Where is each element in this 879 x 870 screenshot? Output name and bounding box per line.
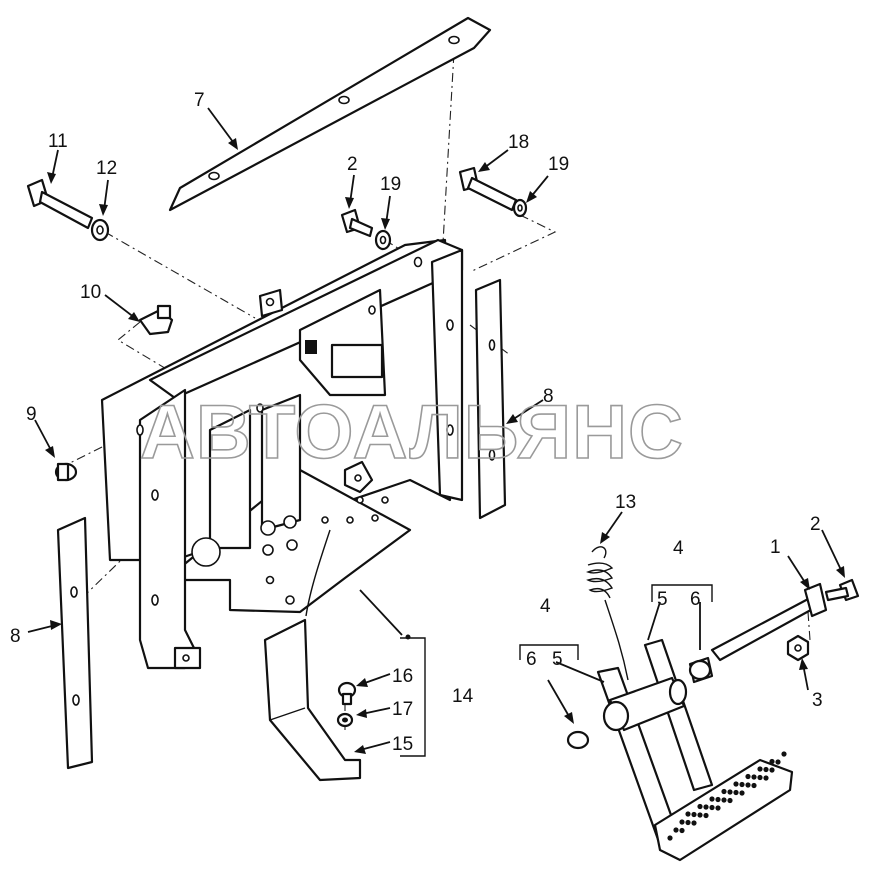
pedal-bracket-frame: [100, 238, 464, 670]
washer-19-center: [374, 229, 392, 251]
callout-1: 1: [770, 537, 781, 558]
callout-12: 12: [96, 158, 117, 179]
callout-10: 10: [80, 282, 101, 303]
pedal-stud: [727, 789, 733, 795]
callout-5-left: 5: [552, 649, 563, 670]
pedal-stud: [751, 774, 757, 780]
bolt-11: [26, 178, 94, 230]
callout-2-right: 2: [810, 514, 821, 535]
pedal-stud: [739, 781, 745, 788]
pedal-stud: [679, 827, 685, 834]
leader-arrows: [27, 107, 845, 754]
fitting-10: [138, 304, 174, 336]
pedal-arm: [596, 638, 714, 847]
pedal-stud: [709, 796, 715, 802]
pedal-pad: [653, 751, 794, 862]
callout-11: 11: [48, 131, 68, 152]
pedal-stud: [703, 804, 709, 810]
pedal-stud: [751, 782, 757, 789]
strap-bar-7: [168, 16, 492, 212]
pedal-stud: [697, 803, 703, 810]
watermark-text: АВТОАЛЬЯНС: [140, 390, 684, 475]
callout-16: 16: [392, 666, 413, 687]
bolt-18: [458, 166, 518, 212]
pedal-stud: [715, 796, 721, 803]
pedal-stud: [709, 804, 715, 811]
bushing-6-left: [566, 730, 590, 750]
callout-5-right: 5: [657, 589, 668, 610]
pedal-stud: [685, 819, 691, 826]
pedal-stud: [703, 812, 709, 819]
pedal-stud: [697, 812, 703, 818]
pedal-stud: [781, 751, 787, 757]
callout-19-right: 19: [548, 154, 569, 175]
pedal-stud: [691, 820, 697, 826]
callout-13: 13: [615, 492, 636, 513]
callout-6-left: 6: [526, 649, 537, 670]
nut-3: [786, 634, 810, 662]
pedal-stud: [757, 774, 763, 781]
bushing-6-right: [688, 656, 714, 684]
callout-14: 14: [452, 686, 474, 707]
plug-9: [54, 462, 78, 482]
pedal-stud: [679, 819, 685, 825]
bracket-15: [263, 618, 362, 782]
nut-17: [336, 712, 354, 728]
pedal-stud: [763, 766, 769, 773]
pedal-stud: [745, 773, 751, 780]
pivot-shaft-1: [710, 582, 828, 662]
pedal-stud: [667, 835, 673, 841]
pedal-stud: [769, 758, 775, 765]
callout-6-right: 6: [690, 589, 701, 610]
washer-19-right: [512, 198, 528, 218]
callout-18: 18: [508, 132, 529, 153]
callout-8-left: 8: [10, 626, 21, 647]
callout-3: 3: [812, 690, 823, 711]
callout-17: 17: [392, 699, 413, 720]
pedal-stud: [685, 811, 691, 817]
pedal-stud: [733, 781, 739, 787]
side-strip-8-left: [56, 516, 94, 770]
pedal-stud: [721, 797, 727, 803]
group-bracket-4-right: [651, 584, 713, 602]
pedal-stud: [757, 766, 763, 772]
pedal-stud: [691, 811, 697, 818]
washer-12: [90, 218, 110, 242]
pedal-stud: [745, 782, 751, 788]
pedal-stud: [733, 789, 739, 796]
pedal-stud: [775, 759, 781, 765]
pedal-stud: [715, 805, 721, 811]
group-bracket-14: [400, 634, 426, 757]
pedal-stud: [673, 827, 679, 833]
bolt-2-right: [824, 578, 860, 602]
group-bracket-4-left: [519, 644, 579, 660]
pedal-stud: [739, 790, 745, 796]
callout-4-left: 4: [540, 596, 551, 617]
callout-9: 9: [26, 404, 37, 425]
bolt-16: [337, 681, 357, 706]
callout-8-right: 8: [543, 386, 554, 407]
pedal-stud: [763, 775, 769, 781]
wire-harness: [305, 529, 629, 681]
callout-4-right: 4: [673, 538, 684, 559]
return-spring-13: [586, 546, 614, 599]
callout-labels: 1 2 2 3 4 4 6 5 5 6 7 8 8 9 10 11 12 13 …: [10, 90, 823, 755]
pedal-stud: [727, 797, 733, 804]
pedal-stud: [769, 767, 775, 773]
side-strip-8-right: [474, 278, 507, 520]
callout-7: 7: [194, 90, 205, 111]
callout-19-center: 19: [380, 174, 401, 195]
callout-15: 15: [392, 734, 413, 755]
bolt-2-top: [340, 208, 374, 238]
pedal-stud: [721, 788, 727, 795]
callout-2-top: 2: [347, 154, 358, 175]
